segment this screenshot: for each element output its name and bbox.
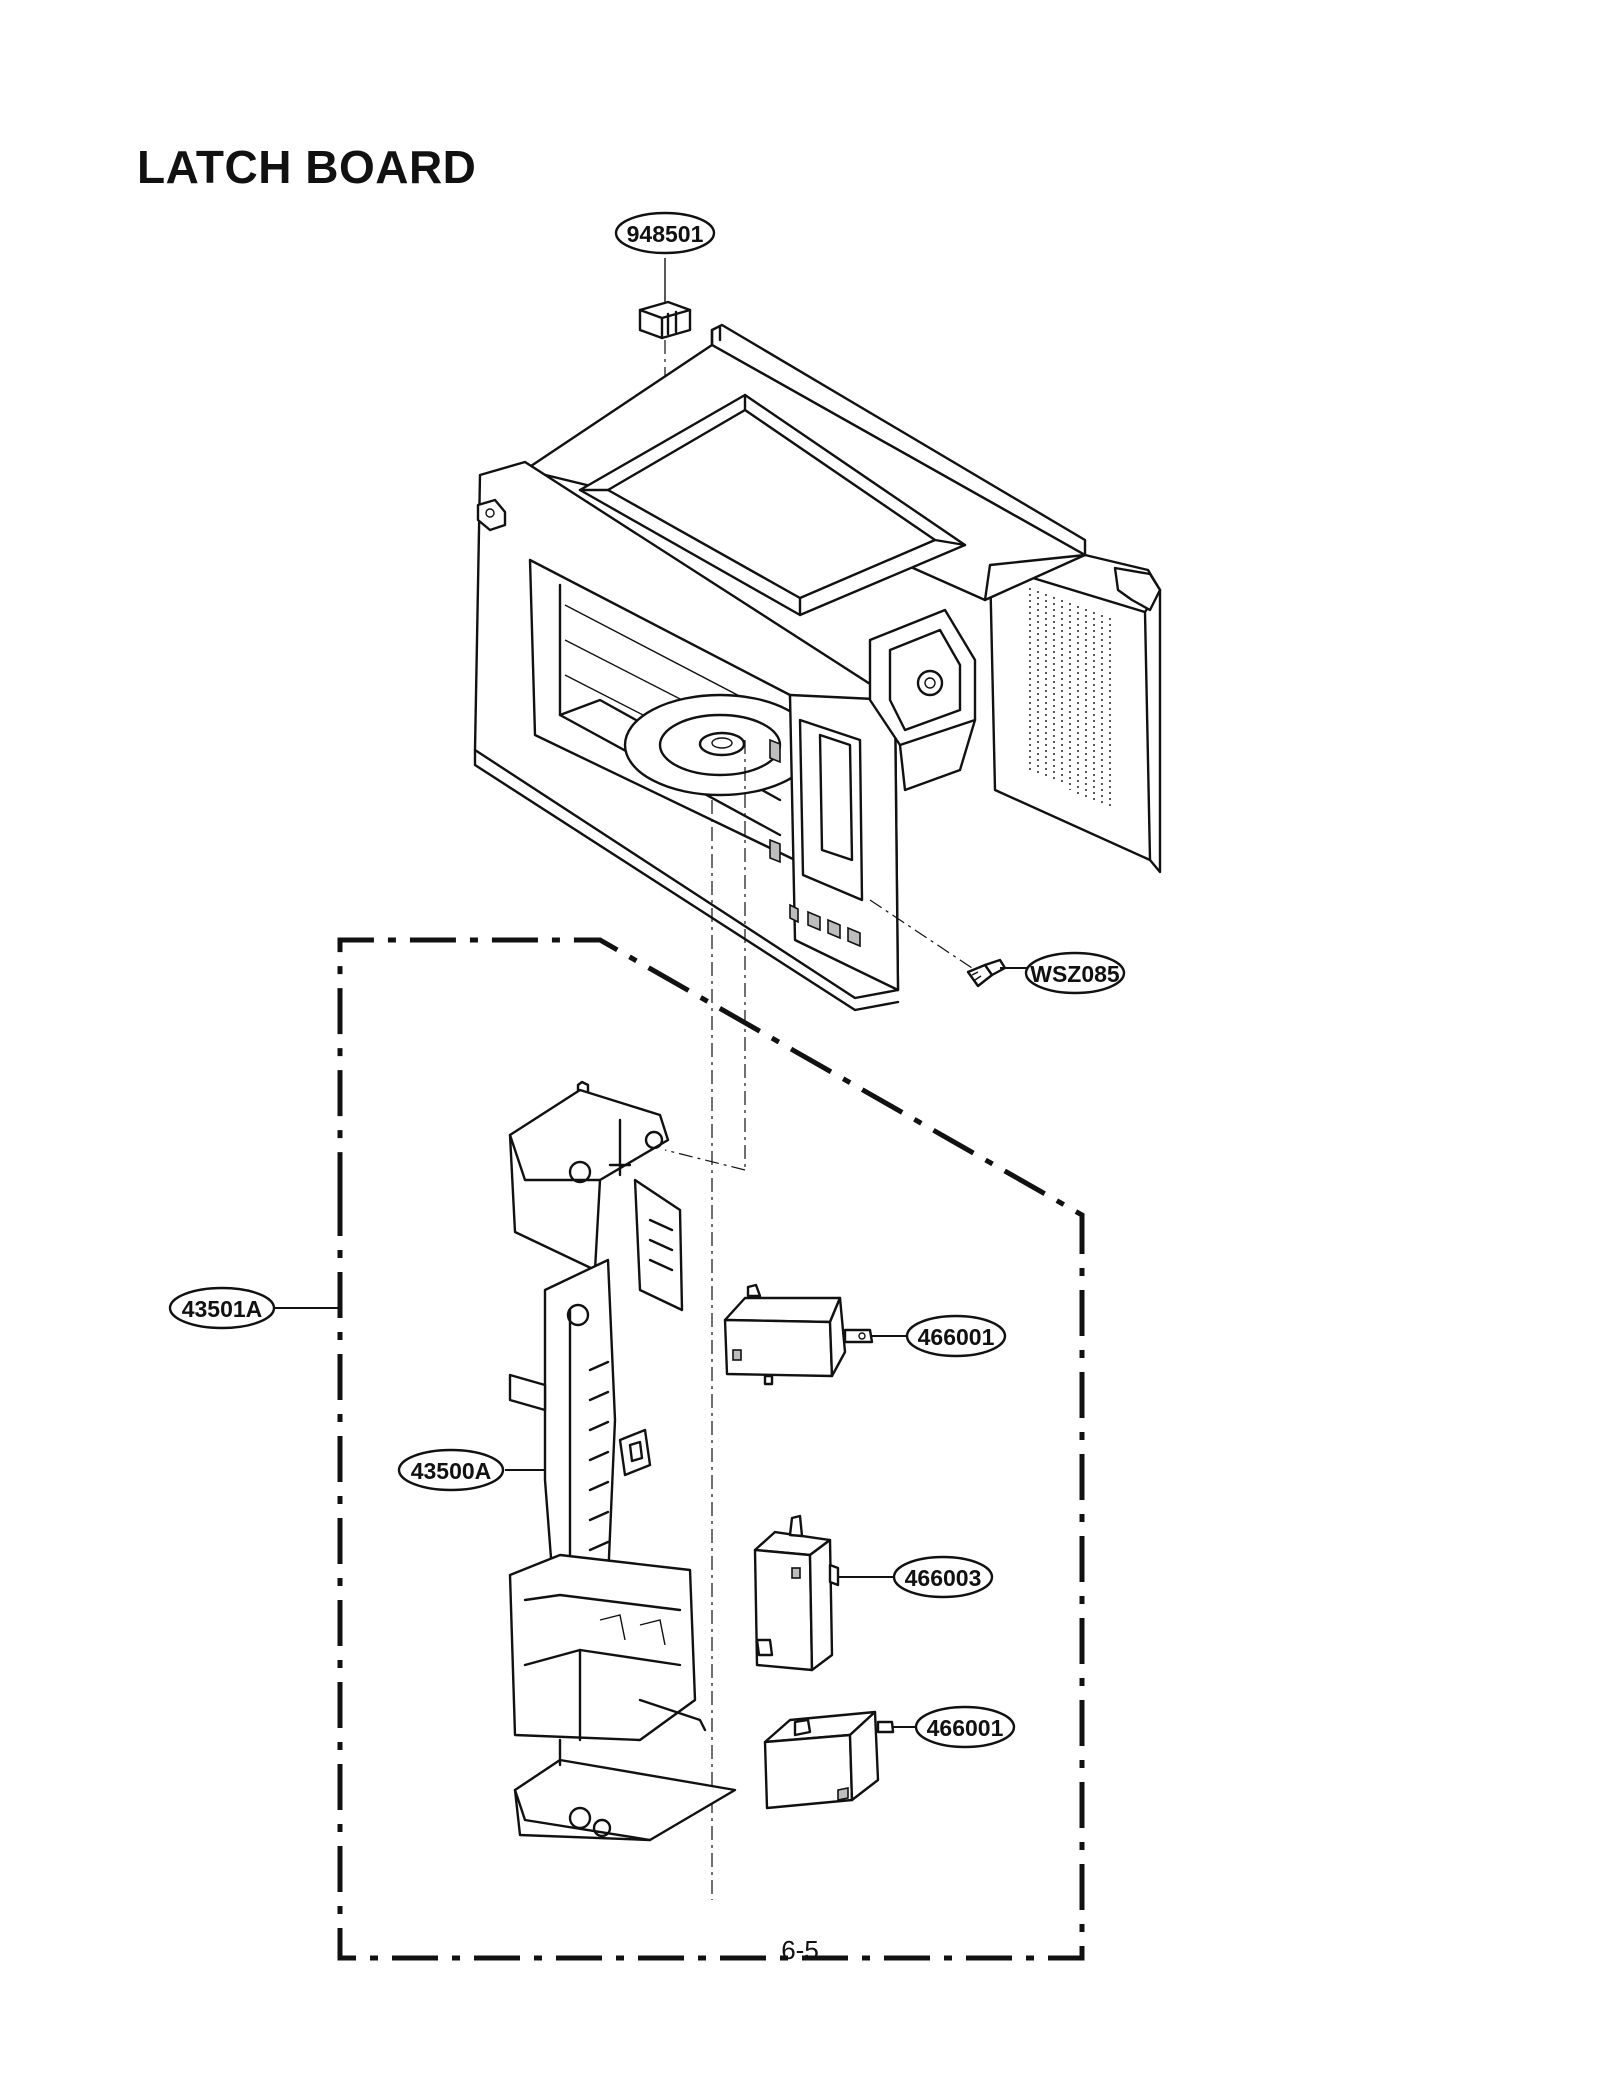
callout-466001-bottom: 466001: [914, 1705, 1016, 1749]
callout-43501A: 43501A: [168, 1286, 276, 1330]
svg-text:43501A: 43501A: [182, 1296, 263, 1322]
svg-text:948501: 948501: [627, 221, 704, 247]
axis-line: [869, 899, 976, 971]
svg-text:466001: 466001: [918, 1324, 995, 1350]
svg-text:43500A: 43500A: [411, 1458, 492, 1484]
page-title: LATCH BOARD: [137, 141, 477, 193]
axis-line: [664, 1149, 746, 1171]
turntable: [623, 693, 817, 797]
perforation-grid: [1029, 588, 1111, 810]
svg-text:466003: 466003: [905, 1565, 982, 1591]
microswitch: [723, 1283, 874, 1386]
callout-466003: 466003: [892, 1555, 994, 1599]
screw: [966, 958, 1007, 988]
latch-kit-boundary: [337, 937, 1085, 1961]
callout-WSZ085: WSZ085: [1024, 951, 1126, 995]
callout-43500A: 43500A: [397, 1448, 505, 1492]
svg-text:WSZ085: WSZ085: [1030, 961, 1120, 987]
callout-466001-top: 466001: [905, 1314, 1007, 1358]
microwave-cavity-assembly: [473, 323, 1162, 1012]
svg-text:466001: 466001: [927, 1715, 1004, 1741]
latch-board: [508, 1080, 737, 1842]
magnetron-bracket: [868, 608, 977, 792]
spacer-block: [638, 300, 692, 340]
page-number: 6-5: [781, 1935, 819, 1965]
callout-948501: 948501: [614, 211, 716, 255]
microswitch: [763, 1710, 895, 1810]
microswitch: [753, 1514, 840, 1672]
